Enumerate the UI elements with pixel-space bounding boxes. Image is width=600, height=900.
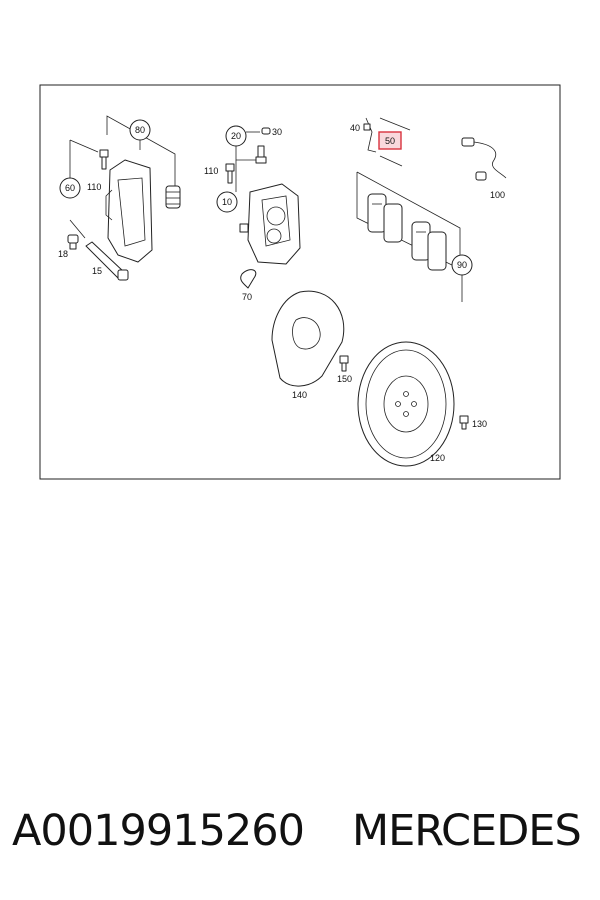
callout-140: 140 bbox=[292, 390, 307, 400]
callout-20: 20 bbox=[231, 131, 241, 141]
caliper-housing-group bbox=[225, 127, 301, 289]
callout-110-middle: 110 bbox=[204, 166, 218, 176]
callout-50: 50 bbox=[385, 136, 395, 146]
callout-120: 120 bbox=[430, 453, 445, 463]
exploded-parts-diagram: 80 60 110 18 15 20 30 110 10 70 40 50 10… bbox=[39, 84, 561, 480]
callout-18: 18 bbox=[58, 249, 68, 259]
bolt-110-left-part bbox=[99, 149, 109, 170]
callout-110-left: 110 bbox=[87, 182, 101, 192]
callout-130: 130 bbox=[472, 419, 487, 429]
bleeder-screw-part bbox=[255, 145, 267, 164]
brake-disc-group bbox=[357, 341, 469, 467]
part-number: A0019915260 bbox=[12, 806, 305, 856]
splash-shield-group bbox=[271, 290, 349, 387]
callout-labels: 80 60 110 18 15 20 30 110 10 70 40 50 10… bbox=[58, 119, 505, 463]
callout-30: 30 bbox=[272, 127, 282, 137]
diagram-frame bbox=[39, 84, 561, 480]
brake-caliper-part bbox=[247, 183, 301, 265]
bolt-110-middle-part bbox=[225, 163, 235, 184]
guide-pin-15-part bbox=[85, 241, 129, 281]
brake-disc-part bbox=[357, 341, 455, 467]
bolt-150-part bbox=[339, 355, 349, 372]
callout-10: 10 bbox=[222, 197, 232, 207]
splash-shield-part bbox=[271, 290, 345, 387]
disc-screw-part bbox=[459, 415, 469, 430]
callout-150: 150 bbox=[337, 374, 352, 384]
pad-retaining-spring-part bbox=[363, 117, 411, 167]
dust-cap-part bbox=[261, 127, 271, 135]
callout-40: 40 bbox=[350, 123, 360, 133]
spring-clip-part bbox=[240, 269, 257, 289]
brake-pad-outer-part bbox=[411, 221, 447, 271]
brand-name: MERCEDES bbox=[352, 806, 582, 856]
caliper-carrier-group bbox=[67, 115, 181, 281]
callout-80: 80 bbox=[135, 125, 145, 135]
bolt-18-part bbox=[67, 234, 79, 250]
highlighted-callout-box bbox=[378, 131, 402, 150]
caliper-carrier-part bbox=[107, 159, 153, 263]
part-caption: A0019915260 MERCEDES bbox=[0, 800, 600, 864]
callout-15: 15 bbox=[92, 266, 102, 276]
guide-pin-boot-part bbox=[165, 185, 181, 209]
callout-60: 60 bbox=[65, 183, 75, 193]
wear-sensor-part bbox=[461, 137, 507, 181]
callout-90: 90 bbox=[457, 260, 467, 270]
brake-pad-inner-part bbox=[367, 193, 403, 243]
callout-100: 100 bbox=[490, 190, 505, 200]
brake-pad-group bbox=[356, 117, 507, 302]
callout-70: 70 bbox=[242, 292, 252, 302]
